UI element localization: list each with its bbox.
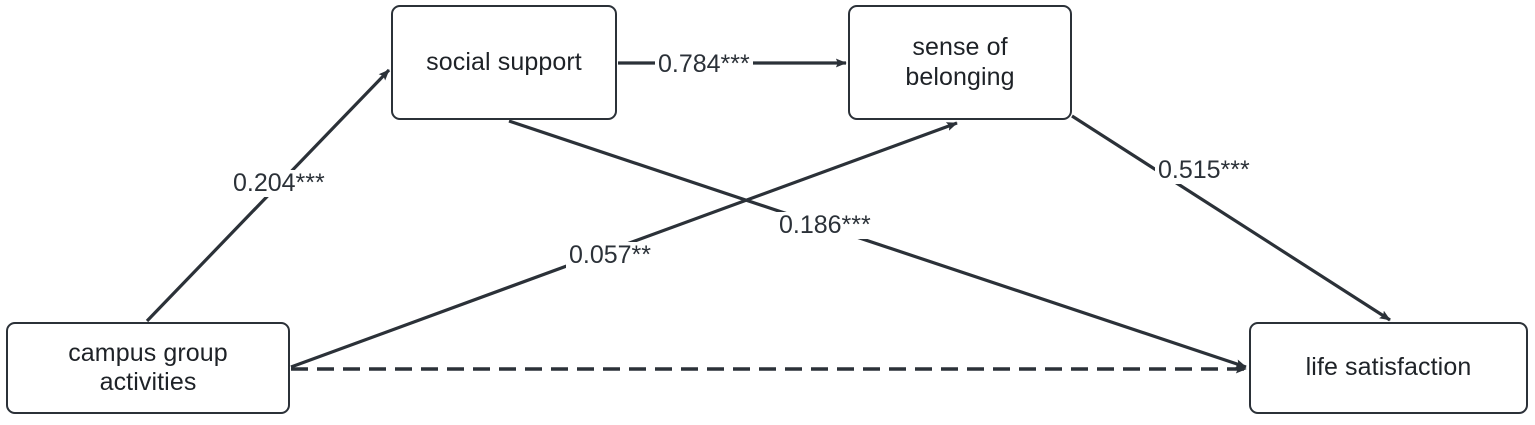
edge-label-campus-to-social-support: 0.204*** — [230, 170, 328, 197]
node-life-satisfaction[interactable]: life satisfaction — [1249, 322, 1528, 414]
edge-social-support-to-life — [508, 119, 1247, 369]
edge-label-belonging-to-life: 0.515*** — [1155, 157, 1253, 184]
node-label-sense-of-belonging: sense of belonging — [905, 33, 1015, 91]
edge-label-social-support-to-life: 0.186*** — [776, 212, 874, 239]
node-sense-of-belonging[interactable]: sense of belonging — [848, 5, 1072, 120]
edge-label-social-support-to-belonging: 0.784*** — [655, 51, 753, 78]
edge-belonging-to-life — [1071, 114, 1391, 322]
node-label-life-satisfaction: life satisfaction — [1305, 353, 1472, 382]
node-label-campus-group-activities: campus group activities — [68, 338, 228, 397]
node-social-support[interactable]: social support — [391, 5, 617, 120]
edge-label-campus-to-belonging: 0.057** — [566, 242, 655, 269]
node-campus-group-activities[interactable]: campus group activities — [6, 322, 290, 414]
node-label-social-support: social support — [426, 47, 582, 76]
